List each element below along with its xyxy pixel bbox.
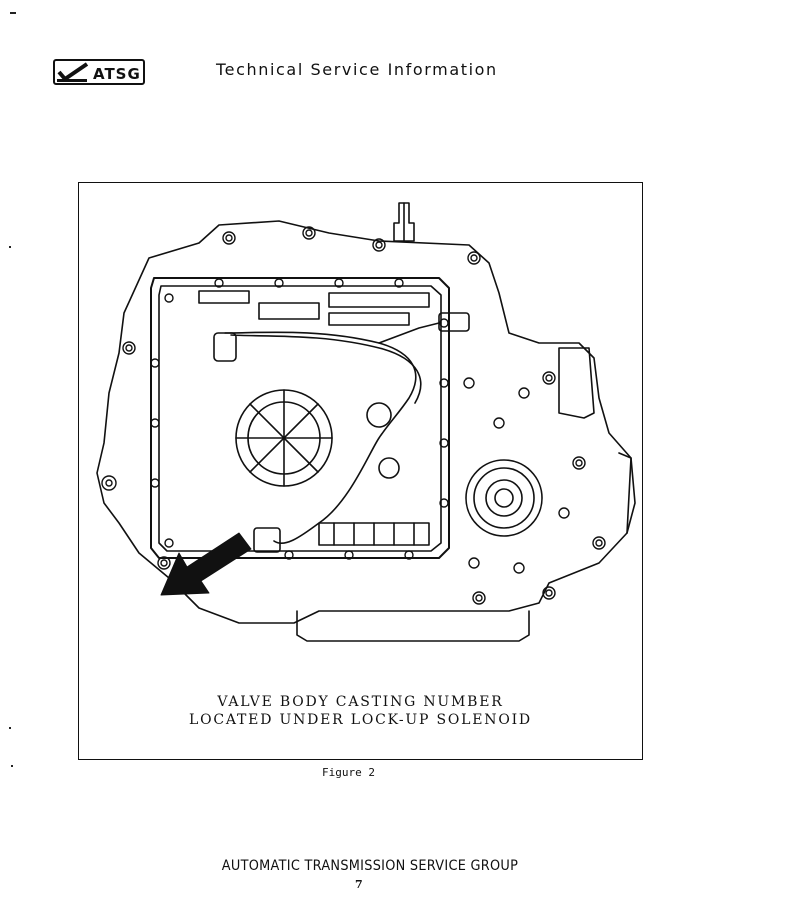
atsg-logo: ATSG — [53, 59, 145, 85]
page-header-title: Technical Service Information — [216, 60, 498, 79]
figure-label: Figure 2 — [322, 766, 375, 779]
svg-text:ATSG: ATSG — [93, 65, 141, 83]
figure-caption-line-1: VALVE BODY CASTING NUMBER — [217, 694, 504, 710]
figure-caption-line-2: LOCATED UNDER LOCK-UP SOLENOID — [189, 712, 532, 728]
footer-organization: AUTOMATIC TRANSMISSION SERVICE GROUP — [221, 858, 519, 874]
figure-frame: VALVE BODY CASTING NUMBER LOCATED UNDER … — [78, 182, 643, 760]
transmission-drawing — [96, 202, 636, 642]
page-number: 7 — [355, 878, 363, 891]
pointer-arrow-icon — [160, 532, 252, 596]
